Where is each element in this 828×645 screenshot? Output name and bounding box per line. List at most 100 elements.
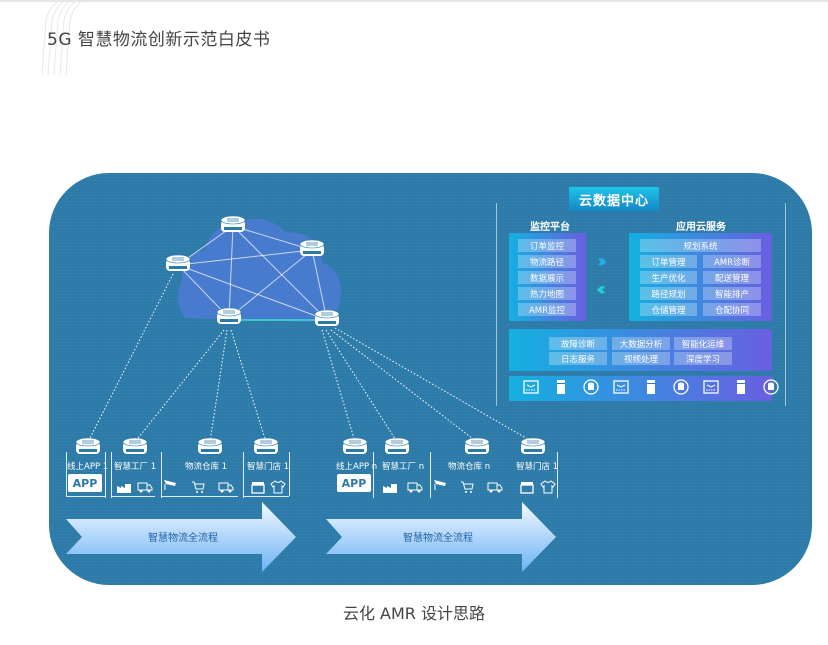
access-links xyxy=(87,273,534,443)
app-service-item: 智能排产 xyxy=(703,287,761,300)
router-icon xyxy=(342,437,368,454)
divider xyxy=(161,452,162,498)
store-icon xyxy=(250,479,266,494)
infrastructure-box xyxy=(509,376,772,401)
router-icon xyxy=(464,437,490,454)
database-icon xyxy=(582,378,600,396)
switch-icon xyxy=(612,378,630,396)
app-service-item: 生产优化 xyxy=(640,271,697,284)
divider xyxy=(557,452,558,498)
truck-icon xyxy=(407,479,423,493)
core-links xyxy=(177,225,328,321)
top-divider xyxy=(0,0,828,2)
cart-icon xyxy=(190,479,206,493)
monitor-item: 数据展示 xyxy=(518,271,576,284)
analytics-item: 视频处理 xyxy=(612,352,670,365)
divider xyxy=(66,496,105,497)
app-services-box: 规划系统 订单管理 AMR诊断 生产优化 配送管理 路径规划 智能排产 仓储管理… xyxy=(629,233,772,321)
dc-frame-right xyxy=(785,203,786,406)
router-icon xyxy=(216,307,242,324)
server-icon xyxy=(732,378,750,396)
app-service-item: 配送管理 xyxy=(703,271,761,284)
client-label-warehouse: 物流仓库 n xyxy=(448,462,491,472)
app-service-header: 规划系统 xyxy=(640,239,761,252)
decorative-stripes xyxy=(41,0,85,75)
router-icon xyxy=(165,254,191,271)
dc-frame-left xyxy=(496,203,497,406)
client-label-warehouse: 物流仓库 1 xyxy=(185,462,228,472)
app-service-item: 路径规划 xyxy=(640,287,697,300)
app-badge: APP xyxy=(337,474,371,492)
database-icon xyxy=(672,378,690,396)
divider xyxy=(66,452,67,496)
monitor-item: 物流路径 xyxy=(518,255,576,268)
store-icon xyxy=(519,479,535,494)
monitor-item: AMR监控 xyxy=(518,303,576,316)
client-label-smart-store: 智慧门店 1 xyxy=(247,462,290,472)
camera-icon xyxy=(162,477,178,491)
chevrons-right-icon: ››› xyxy=(597,251,608,272)
factory-icon xyxy=(116,479,132,493)
router-icon xyxy=(253,437,279,454)
switch-icon xyxy=(702,378,720,396)
app-service-item: AMR诊断 xyxy=(703,255,761,268)
analytics-item: 故障诊断 xyxy=(549,337,607,350)
router-icon xyxy=(520,437,546,454)
truck-icon xyxy=(218,479,234,493)
camera-icon xyxy=(432,477,448,491)
router-icon xyxy=(299,239,325,256)
factory-icon xyxy=(382,479,398,493)
shirt-icon xyxy=(540,479,556,494)
router-icon xyxy=(314,309,340,326)
app-service-item: 仓配协同 xyxy=(703,303,761,316)
data-center-title: 云数据中心 xyxy=(569,187,659,211)
divider xyxy=(243,452,244,498)
app-services-title: 应用云服务 xyxy=(676,222,726,233)
client-label-online-app: 线上APP n xyxy=(336,462,378,472)
client-label-smart-factory: 智慧工厂 n xyxy=(382,462,425,472)
client-label-smart-factory: 智慧工厂 1 xyxy=(114,462,157,472)
router-icon xyxy=(384,437,410,454)
divider xyxy=(111,496,155,497)
process-arrow-label: 智慧物流全流程 xyxy=(403,533,473,544)
client-label-smart-store: 智慧门店 1 xyxy=(516,462,559,472)
truck-icon xyxy=(487,479,503,493)
process-arrow-label: 智慧物流全流程 xyxy=(148,533,218,544)
figure-caption: 云化 AMR 设计思路 xyxy=(342,604,486,623)
analytics-item: 大数据分析 xyxy=(612,337,670,350)
router-icon xyxy=(197,437,223,454)
monitor-platform-box: 订单监控 物流路径 数据展示 热力地图 AMR监控 xyxy=(509,233,586,321)
divider xyxy=(105,452,106,498)
switch-icon xyxy=(522,378,540,396)
document-title: 5G 智慧物流创新示范白皮书 xyxy=(47,30,271,50)
monitor-item: 热力地图 xyxy=(518,287,576,300)
server-icon xyxy=(642,378,660,396)
client-label-online-app: 线上APP 1 xyxy=(67,462,109,472)
truck-icon xyxy=(137,479,153,493)
app-badge: APP xyxy=(68,474,102,492)
app-service-item: 仓储管理 xyxy=(640,303,697,316)
router-icon xyxy=(122,437,148,454)
process-arrow-1 xyxy=(66,502,296,572)
process-arrow-2 xyxy=(326,502,556,572)
analytics-item: 日志服务 xyxy=(549,352,607,365)
monitor-platform-title: 监控平台 xyxy=(530,222,570,233)
divider xyxy=(430,452,431,498)
analytics-item: 智能化运维 xyxy=(674,337,732,350)
analytics-item: 深度学习 xyxy=(674,352,732,365)
app-service-item: 订单管理 xyxy=(640,255,697,268)
divider xyxy=(161,496,238,497)
router-icon xyxy=(75,437,101,454)
chevrons-left-icon: ‹‹‹ xyxy=(596,279,607,300)
divider xyxy=(373,452,374,498)
router-icon xyxy=(220,215,246,232)
divider xyxy=(111,452,112,498)
divider xyxy=(243,496,289,497)
cart-icon xyxy=(459,479,475,493)
database-icon xyxy=(762,378,780,396)
divider xyxy=(289,452,290,496)
analytics-box: 故障诊断 大数据分析 智能化运维 日志服务 视频处理 深度学习 xyxy=(509,329,772,371)
server-icon xyxy=(552,378,570,396)
monitor-item: 订单监控 xyxy=(518,239,576,252)
